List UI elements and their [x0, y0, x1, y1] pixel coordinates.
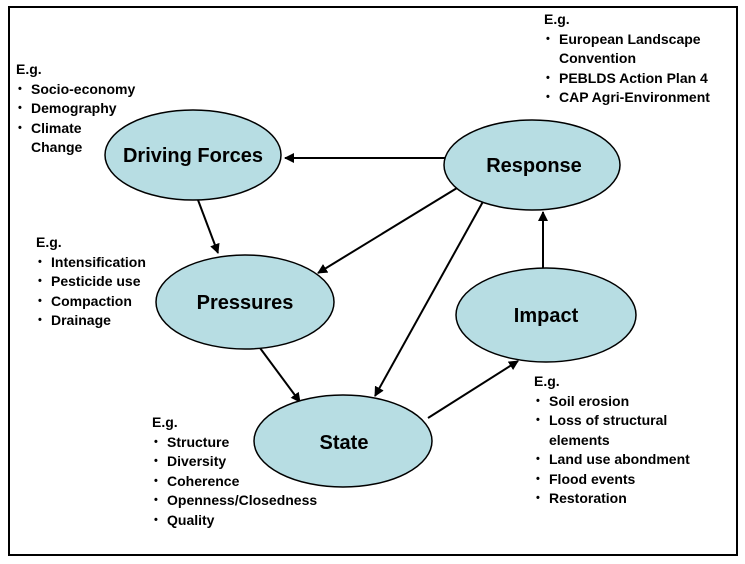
annotation-item: Openness/Closedness: [152, 491, 317, 511]
annotation-item: PEBLDS Action Plan 4: [544, 69, 710, 89]
annotation-item: Socio-economy: [16, 80, 135, 100]
annotation-item: Soil erosion: [534, 392, 690, 412]
annotation-item: Pesticide use: [36, 272, 146, 292]
annotation-item: Land use abondment: [534, 450, 690, 470]
node-label-pressures: Pressures: [197, 292, 294, 314]
annotation-item: Restoration: [534, 489, 690, 509]
annotation-item-continued: elements: [549, 431, 610, 448]
annotation-response: E.g. European Landscape Convention PEBLD…: [544, 10, 710, 108]
annotation-item: Coherence: [152, 472, 317, 492]
annotation-heading: E.g.: [152, 414, 178, 430]
annotation-item: CAP Agri-Environment: [544, 88, 710, 108]
annotation-impact: E.g. Soil erosion Loss of structural ele…: [534, 372, 690, 509]
node-pressures: Pressures: [155, 254, 335, 350]
annotation-item: Structure: [152, 433, 317, 453]
annotation-item: Diversity: [152, 452, 317, 472]
annotation-state: E.g. Structure Diversity Coherence Openn…: [152, 413, 317, 530]
annotation-item: Compaction: [36, 292, 146, 312]
arrow-response-to-pressures: [317, 187, 458, 274]
annotation-heading: E.g.: [534, 373, 560, 389]
node-label-state: State: [320, 432, 369, 454]
annotation-item-continued: Convention: [559, 50, 636, 66]
annotation-item-continued: Change: [31, 139, 83, 155]
annotation-heading: E.g.: [16, 61, 42, 77]
annotation-item: Flood events: [534, 470, 690, 490]
annotation-driving-forces: E.g. Socio-economy Demography Climate Ch…: [16, 60, 135, 158]
annotation-item: Drainage: [36, 311, 146, 331]
annotation-heading: E.g.: [36, 234, 62, 250]
arrow-driving-forces-to-pressures: [197, 199, 220, 254]
annotation-item: Climate: [16, 119, 135, 139]
annotation-item: Intensification: [36, 253, 146, 273]
node-impact: Impact: [455, 267, 637, 363]
annotation-item: Loss of structural: [534, 411, 690, 431]
node-response: Response: [443, 119, 621, 211]
node-label-driving-forces: Driving Forces: [123, 145, 263, 167]
annotation-item: Quality: [152, 511, 317, 531]
annotation-item: Demography: [16, 99, 135, 119]
arrow-response-to-state: [374, 197, 486, 397]
node-driving-forces: Driving Forces: [104, 109, 282, 201]
arrow-pressures-to-state: [259, 347, 301, 403]
node-label-impact: Impact: [514, 305, 579, 327]
node-label-response: Response: [486, 155, 582, 177]
diagram-frame: [8, 6, 738, 556]
annotation-item: European Landscape: [544, 30, 710, 50]
arrow-state-to-impact: [427, 360, 519, 419]
annotation-heading: E.g.: [544, 11, 570, 27]
annotation-pressures: E.g. Intensification Pesticide use Compa…: [36, 233, 146, 331]
